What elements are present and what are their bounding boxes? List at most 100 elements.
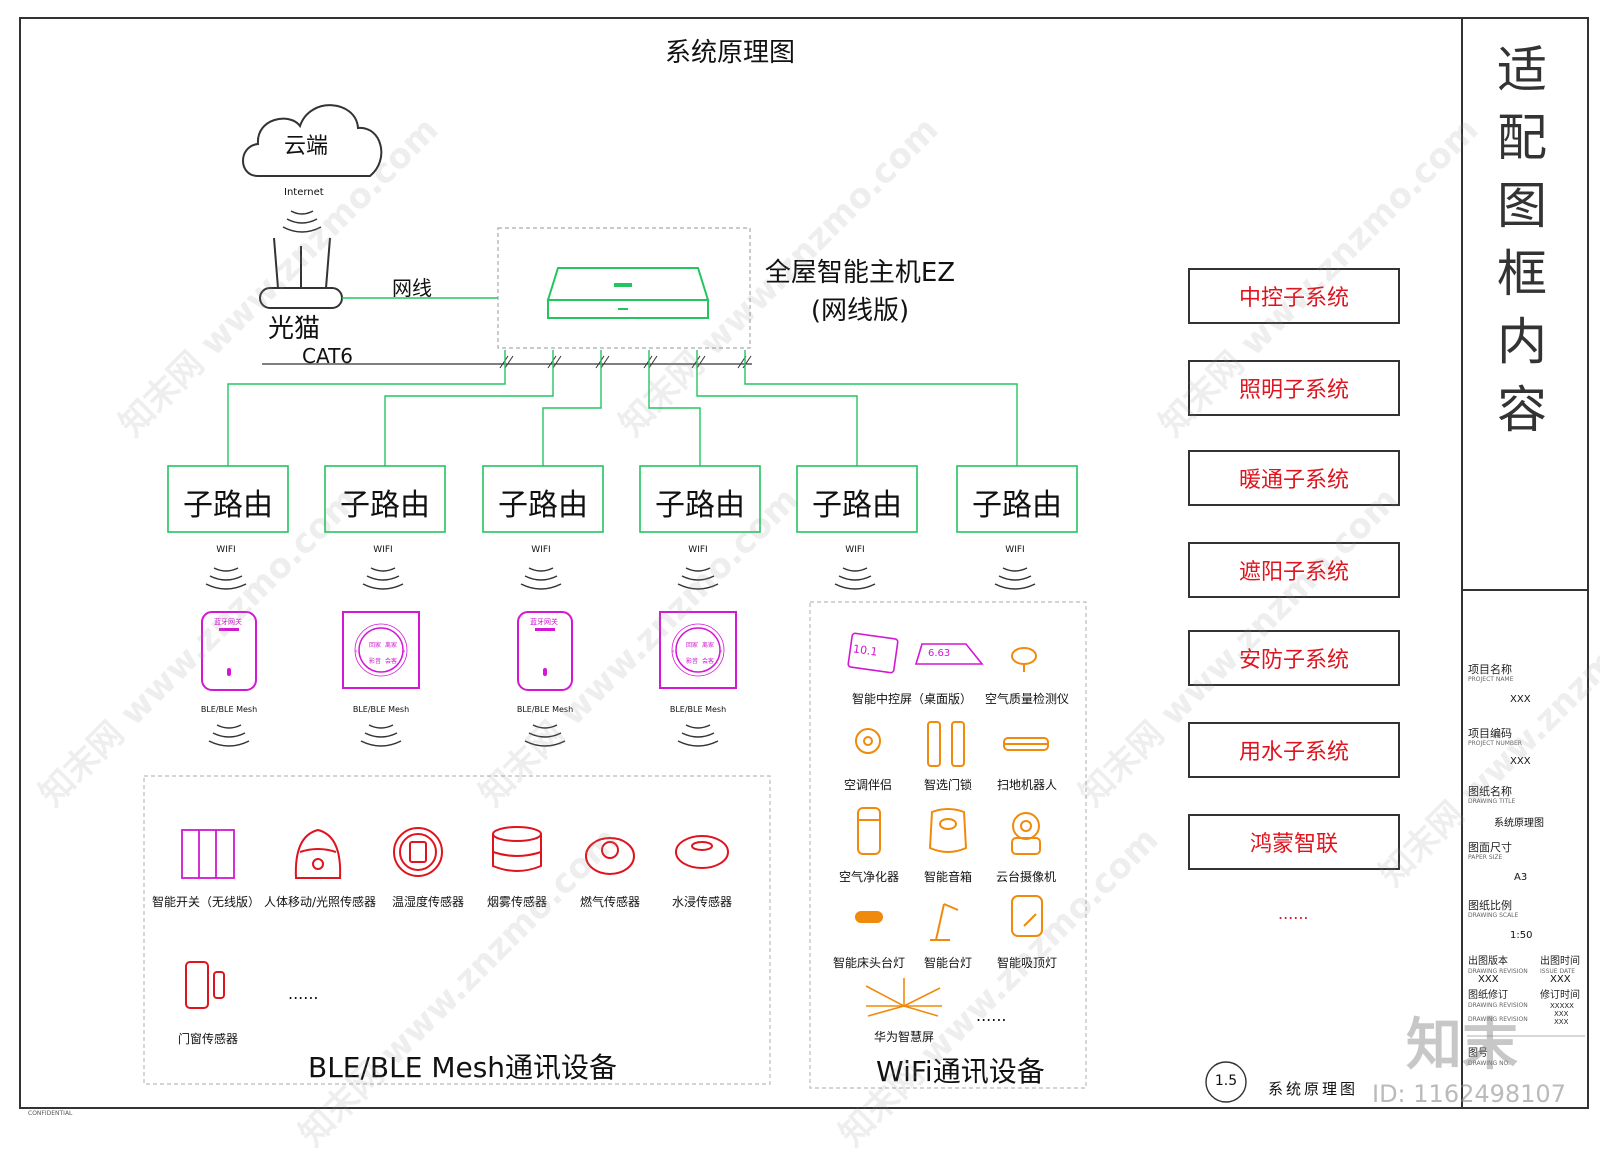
issue-date-value: XXX	[1550, 974, 1571, 985]
project-name-value: XXX	[1510, 694, 1531, 705]
paper-size-sub: PAPER SIZE	[1468, 854, 1503, 861]
desk-lamp-icon	[930, 903, 959, 941]
issue-label: 出图版本	[1468, 956, 1508, 967]
gas-sensor-icon	[585, 837, 635, 875]
subsystem-hvac: 暖通子系统	[1188, 450, 1400, 506]
gateway-text: 蓝牙网关	[214, 618, 242, 626]
bedside-lamp-icon	[855, 911, 883, 923]
air-purifier-icon	[857, 807, 881, 855]
revision-value: XXX	[1554, 1010, 1569, 1018]
ble-more: ......	[288, 984, 319, 1003]
wifi-device-label: 智选门锁	[923, 778, 973, 792]
host-label-line2: (网线版)	[810, 296, 910, 326]
panel-button: 回家	[369, 642, 382, 649]
svg-text:›: ›	[403, 648, 405, 655]
panel-button: 影音	[369, 658, 382, 665]
wifi-device-label: 智能吸顶灯	[996, 956, 1058, 970]
screen-reading: 6.63	[928, 648, 951, 659]
air-monitor-icon	[1011, 647, 1037, 672]
bluetooth-gateway-icon-2	[517, 611, 573, 691]
wifi-device-label: 云台摄像机	[995, 870, 1057, 884]
smoke-sensor-icon	[492, 826, 542, 872]
host-label: 全屋智能主机EZ (网线版)	[750, 254, 970, 330]
router-connections	[227, 350, 1018, 466]
subsystems-more: ......	[1278, 904, 1309, 923]
router-label: 子路由	[655, 488, 745, 523]
subsystem-security: 安防子系统	[1188, 630, 1400, 686]
project-name-sub: PROJECT NAME	[1468, 676, 1514, 683]
panel-button: 会客	[385, 658, 398, 665]
wifi-device-label: 智能中控屏（桌面版）	[851, 692, 973, 706]
wifi-label: WIFI	[216, 545, 236, 555]
wifi-label: WIFI	[373, 545, 393, 555]
host-enclosure	[497, 227, 751, 349]
host-label-line1: 全屋智能主机EZ	[764, 258, 956, 288]
ceiling-light-icon	[1011, 895, 1043, 937]
gateway-text: 蓝牙网关	[530, 618, 558, 626]
switch-icon	[181, 829, 235, 879]
ble-group-label: BLE/BLE Mesh通讯设备	[308, 1051, 618, 1084]
panel-button: 影音	[686, 658, 699, 665]
ac-companion-icon	[855, 728, 881, 754]
sidebar-char: 容	[1497, 381, 1547, 439]
wifi-device-label: 智能台灯	[923, 956, 973, 970]
subsystem-water: 用水子系统	[1188, 722, 1400, 778]
wifi-label: WIFI	[845, 545, 865, 555]
host-device-icon	[546, 267, 710, 319]
wifi-device-label: 智能床头台灯	[832, 956, 906, 970]
svg-text:‹: ‹	[355, 648, 357, 655]
network-cable-label: 网线	[392, 276, 432, 300]
panel-button: 离家	[702, 642, 715, 649]
footer-drawing-name: 系统原理图	[1268, 1080, 1359, 1098]
router-wifi-waves	[205, 567, 1036, 590]
drawing-scale-sub: DRAWING SCALE	[1468, 912, 1519, 919]
cloud-label: 云端	[284, 134, 329, 159]
drawing-title-sub: DRAWING TITLE	[1468, 798, 1516, 805]
revision-sub: DRAWING REVISION	[1468, 1002, 1528, 1009]
wifi-group-box	[809, 601, 1087, 1089]
motion-sensor-icon	[294, 828, 342, 879]
svg-text:‹: ‹	[672, 648, 674, 655]
confidential-note: CONFIDENTIAL	[28, 1110, 73, 1117]
drawing-title-label: 图纸名称	[1468, 785, 1512, 798]
wifi-device-label: 空气净化器	[838, 870, 900, 884]
wifi-more: ......	[976, 1006, 1007, 1025]
ble-device-label: 烟雾传感器	[486, 895, 548, 909]
wifi-device-label: 华为智慧屏	[873, 1030, 935, 1044]
robot-vacuum-icon	[1003, 737, 1049, 751]
revision-sub: DRAWING REVISION	[1468, 1016, 1528, 1023]
bluetooth-gateway-icon	[201, 611, 257, 691]
paper-size-label: 图面尺寸	[1468, 841, 1512, 854]
drawing-title-value: 系统原理图	[1494, 818, 1544, 829]
project-number-label: 项目编码	[1468, 727, 1512, 740]
cloud-icon	[242, 104, 383, 177]
svg-text:›: ›	[720, 648, 722, 655]
sidebar-char: 配	[1497, 109, 1547, 167]
sidebar-char: 内	[1497, 313, 1547, 371]
drawing-no-sub: DRAWING NO.	[1468, 1060, 1510, 1067]
issue-date-sub: ISSUE DATE	[1540, 968, 1576, 975]
image-id: ID: 1162498107	[1372, 1080, 1566, 1108]
revision-value: XXXXX	[1550, 1002, 1574, 1010]
sidebar-char: 框	[1497, 245, 1547, 303]
wifi-device-label: 扫地机器人	[996, 778, 1058, 792]
drawing-number-badge	[1205, 1061, 1247, 1103]
router-label: 子路由	[183, 488, 273, 523]
wifi-group-label: WiFi通讯设备	[876, 1055, 1045, 1088]
wifi-label: WIFI	[688, 545, 708, 555]
project-number-sub: PROJECT NUMBER	[1468, 740, 1522, 747]
ble-device-label: 燃气传感器	[579, 895, 641, 909]
smart-screen-icon	[865, 978, 942, 1017]
drawing-scale-value: 1:50	[1510, 930, 1533, 941]
sidebar-char: 适	[1497, 41, 1547, 99]
wifi-label: WIFI	[1005, 545, 1025, 555]
outer-frame	[19, 17, 1589, 1109]
ble-label: BLE/BLE Mesh	[669, 705, 727, 714]
issue-date-label: 出图时间	[1540, 956, 1580, 967]
drawing-scale-label: 图纸比例	[1468, 899, 1512, 912]
panel-button: 回家	[686, 642, 699, 649]
internet-wave-icon	[282, 210, 322, 233]
revision-label: 图纸修订	[1468, 990, 1508, 1001]
